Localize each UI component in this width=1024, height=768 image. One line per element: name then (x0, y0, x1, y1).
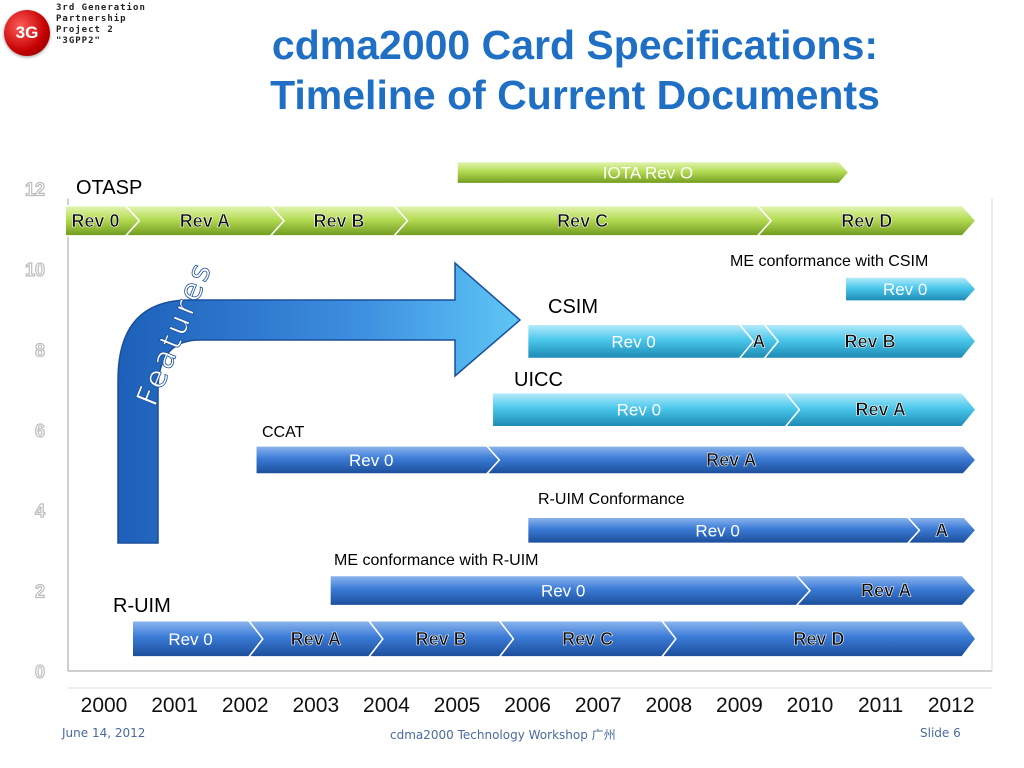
x-tick-label: 2009 (716, 694, 763, 717)
segment-label: Rev A (180, 211, 230, 231)
segment-label: Rev 0 (541, 582, 585, 601)
segment-label: A (752, 331, 765, 351)
series-label: CSIM (548, 296, 598, 318)
segment-label: Rev 0 (71, 211, 119, 231)
timeline-segment (794, 574, 977, 607)
timeline-bar: IOTA Rev O (456, 160, 850, 185)
timeline-bar: Rev 0 Rev A (491, 391, 977, 428)
timeline-bar: Rev 0 (844, 276, 977, 302)
segment-label: Rev D (793, 629, 844, 649)
segment-label: Rev A (855, 400, 905, 420)
segment-label: Rev B (314, 211, 365, 231)
x-tick-label: 2012 (928, 694, 975, 717)
x-tick-label: 2000 (81, 694, 128, 717)
y-tick-label: 0 (35, 662, 45, 682)
segment-label: Rev B (845, 331, 896, 351)
segment-label: Rev D (841, 211, 892, 231)
y-tick-label: 4 (35, 501, 45, 521)
x-tick-label: 2001 (151, 694, 198, 717)
timeline-bar: Rev 0 Rev A Rev B Rev C Rev D (64, 204, 977, 237)
logo-line: Project 2 (56, 25, 114, 35)
logo-text: 3rd Generation Partnership Project 2 "3G… (56, 3, 146, 47)
footer-slide-number: Slide 6 (920, 726, 961, 740)
series-label: CCAT (262, 424, 305, 441)
series-label: R-UIM (113, 595, 171, 617)
footer-date: June 14, 2012 (62, 726, 146, 740)
segment-label: Rev A (706, 450, 756, 470)
x-tick-label: 2007 (575, 694, 622, 717)
x-tick-label: 2006 (504, 694, 551, 717)
timeline-segment (485, 445, 977, 475)
segment-label: Rev B (416, 629, 467, 649)
segment-label: Rev 0 (349, 451, 393, 470)
segment-label: Rev C (562, 629, 613, 649)
y-tick-label: 10 (25, 260, 45, 280)
y-tick-label: 12 (25, 180, 45, 200)
y-tick-label: 6 (35, 421, 45, 441)
x-tick-label: 2005 (434, 694, 481, 717)
footer-center: cdma2000 Technology Workshop 广州 (390, 728, 616, 742)
logo-line: 3rd Generation (56, 3, 146, 13)
segment-label: Rev 0 (611, 332, 655, 351)
series-label: ME conformance with CSIM (730, 253, 929, 270)
series-label: OTASP (76, 177, 143, 199)
series-label: UICC (514, 369, 563, 391)
timeline-segment (783, 391, 977, 428)
segment-label: Rev A (291, 629, 341, 649)
features-arrow: Features (117, 256, 522, 544)
x-tick-label: 2004 (363, 694, 410, 717)
timeline-bar: Rev 0 Rev A Rev B Rev C Rev D (131, 620, 977, 658)
x-tick-label: 2008 (645, 694, 692, 717)
segment-label: Rev A (861, 581, 911, 601)
segment-label: Rev 0 (168, 630, 212, 649)
x-tick-label: 2011 (858, 694, 903, 717)
timeline-segment (755, 204, 977, 237)
features-arrow-shape (117, 261, 522, 544)
segment-label: Rev C (557, 211, 608, 231)
timeline-segment (844, 276, 977, 302)
slide-title-line-1: cdma2000 Card Specifications: (271, 22, 879, 68)
timeline-segment (456, 160, 850, 185)
slide-title: cdma2000 Card Specifications: Timeline o… (140, 20, 1010, 120)
series-label: ME conformance with R-UIM (334, 552, 539, 569)
y-tick-label: 8 (35, 340, 45, 360)
timeline-bar: Rev 0 Rev A (329, 574, 977, 607)
segment-label: IOTA Rev O (603, 164, 693, 183)
timeline-segment (660, 620, 977, 658)
series-label: R-UIM Conformance (538, 491, 685, 508)
x-tick-label: 2010 (787, 694, 834, 717)
timeline-bar: Rev 0 Rev A (255, 445, 977, 475)
segment-label: Rev 0 (617, 401, 661, 420)
x-tick-label: 2002 (222, 694, 269, 717)
segment-label: Rev 0 (883, 280, 927, 299)
timeline-bar: Rev 0 A Rev B (526, 323, 977, 360)
segment-label: A (935, 520, 948, 540)
3g-logo-icon: 3G (4, 10, 50, 56)
logo-line: Partnership (56, 14, 127, 24)
y-tick-label: 2 (35, 582, 45, 602)
timeline-segment (905, 516, 977, 545)
segment-label: Rev 0 (695, 521, 739, 540)
x-tick-label: 2003 (292, 694, 339, 717)
logo-line: "3GPP2" (56, 36, 101, 46)
slide-title-line-2: Timeline of Current Documents (270, 72, 880, 118)
timeline-segment (762, 323, 977, 360)
timeline-bar: Rev 0 A (526, 516, 977, 545)
